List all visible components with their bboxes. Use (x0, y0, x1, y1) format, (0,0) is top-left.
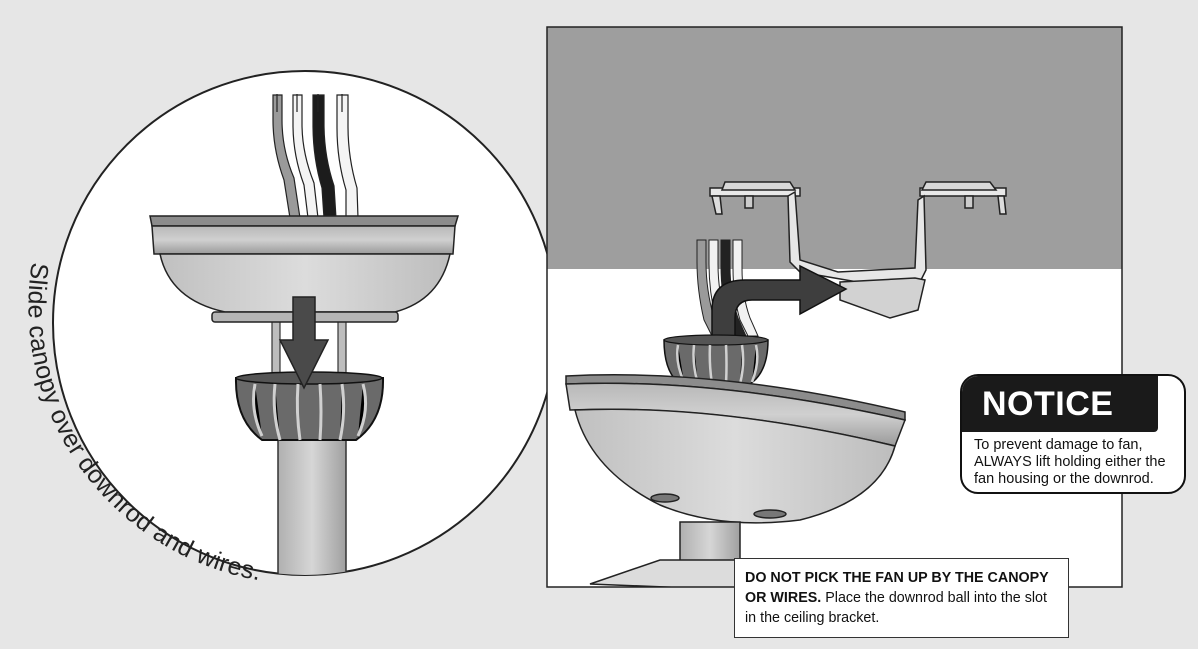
slide-down-arrow (278, 296, 330, 390)
caption-text: Place the downrod ball into the slot in … (745, 590, 1047, 626)
insert-arrow (711, 264, 848, 337)
ceiling (547, 27, 1122, 269)
panel-canopy (565, 374, 907, 587)
notice-text: To prevent damage to fan, ALWAYS lift ho… (974, 437, 1166, 487)
caption-warning: DO NOT PICK THE FAN UP BY THE CANOPY OR … (745, 570, 1049, 606)
ceiling-bracket (709, 181, 1007, 319)
notice-header: NOTICE (962, 376, 1158, 432)
detail-circle (52, 70, 558, 576)
notice-title: NOTICE (982, 385, 1114, 423)
notice-box: NOTICE To prevent damage to fan, ALWAYS … (960, 374, 1186, 494)
panel-downrod-ball (663, 334, 769, 385)
caption-box: DO NOT PICK THE FAN UP BY THE CANOPY OR … (734, 558, 1069, 638)
downrod (277, 439, 347, 575)
downrod-ball (234, 371, 385, 441)
install-panel (546, 26, 1123, 588)
